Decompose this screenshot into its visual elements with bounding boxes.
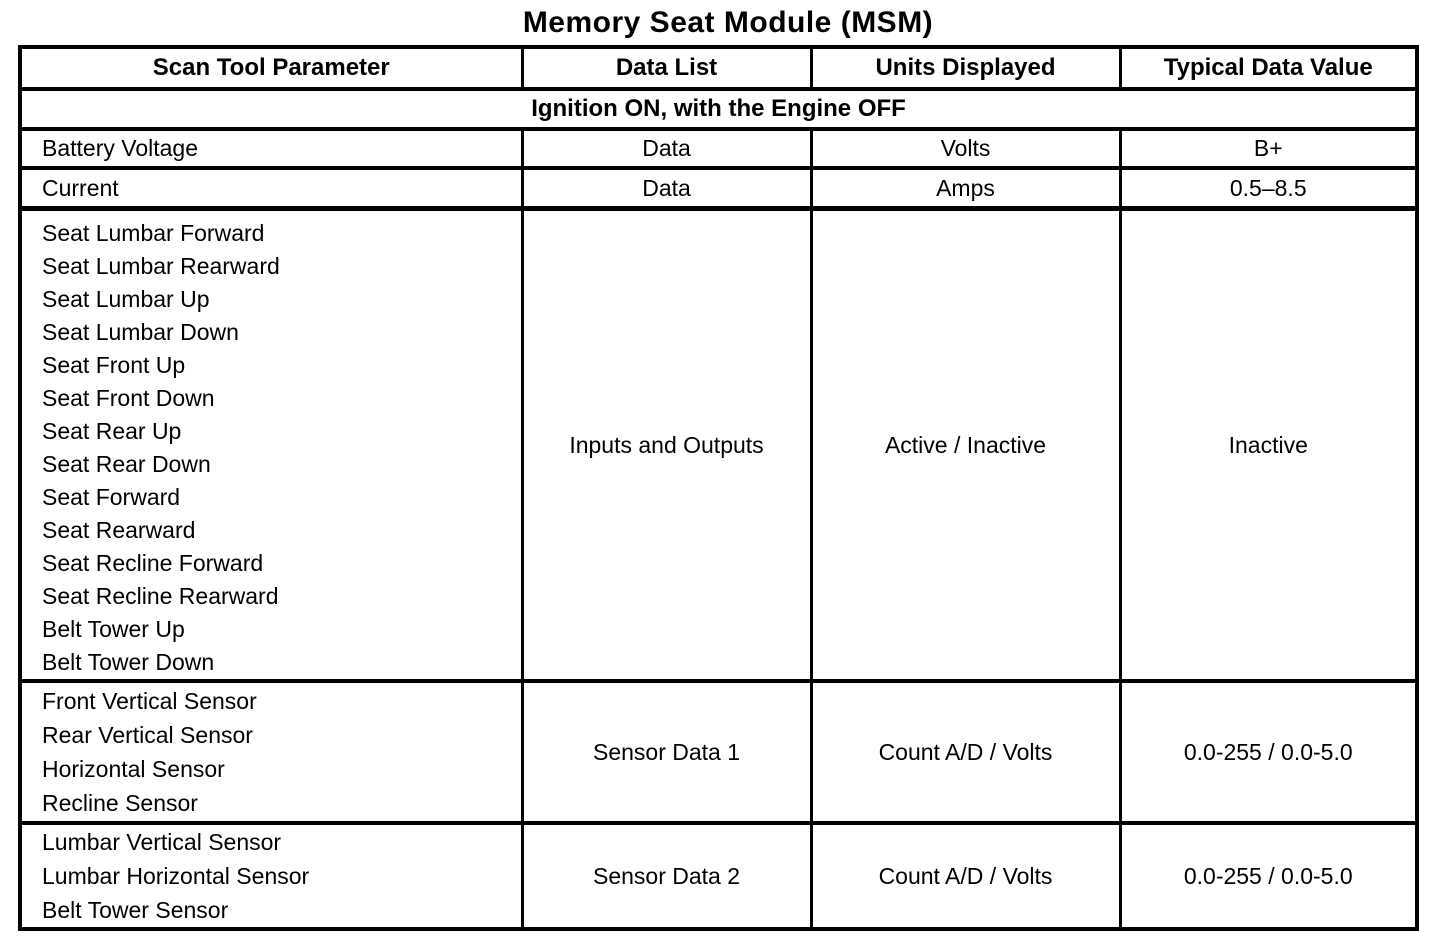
cell-typical-value: 0.0-255 / 0.0-5.0: [1118, 679, 1419, 825]
table-row: Current Data Amps 0.5–8.5: [18, 166, 1419, 211]
cell-data-list: Inputs and Outputs: [520, 207, 813, 683]
page-title: Memory Seat Module (MSM): [522, 6, 934, 39]
parameter-line: Battery Voltage: [42, 135, 198, 161]
parameter-line: Horizontal Sensor: [42, 756, 225, 782]
cell-parameter: Battery Voltage: [18, 127, 524, 170]
cell-typical-value: 0.5–8.5: [1118, 166, 1419, 211]
parameter-line: Seat Lumbar Up: [42, 286, 210, 312]
parameter-line: Seat Front Up: [42, 352, 186, 378]
parameter-line: Seat Front Down: [42, 385, 215, 411]
parameter-line: Seat Forward: [42, 484, 181, 510]
parameter-line: Seat Recline Forward: [42, 550, 264, 576]
cell-data-list: Data: [520, 166, 813, 211]
cell-typical-value: Inactive: [1118, 207, 1419, 683]
cell-units: Amps: [809, 166, 1122, 211]
parameter-line: Recline Sensor: [42, 790, 198, 816]
parameter-line: Seat Lumbar Rearward: [42, 253, 280, 279]
cell-data-list: Data: [520, 127, 813, 170]
parameter-line: Belt Tower Up: [42, 616, 185, 642]
cell-data-list: Sensor Data 1: [520, 679, 813, 825]
parameter-line: Seat Rear Down: [42, 451, 211, 477]
msm-data-table: Scan Tool Parameter Data List Units Disp…: [18, 45, 1419, 931]
table-header-row: Scan Tool Parameter Data List Units Disp…: [18, 45, 1419, 91]
column-header-typical-data-value: Typical Data Value: [1118, 45, 1419, 91]
cell-units: Count A/D / Volts: [809, 679, 1122, 825]
section-header-row: Ignition ON, with the Engine OFF: [18, 87, 1419, 131]
parameter-line: Belt Tower Down: [42, 649, 215, 675]
parameter-line: Front Vertical Sensor: [42, 688, 257, 714]
column-header-scan-tool-parameter: Scan Tool Parameter: [18, 45, 524, 91]
parameter-line: Current: [42, 174, 119, 201]
parameter-line: Seat Lumbar Down: [42, 319, 239, 345]
cell-data-list: Sensor Data 2: [520, 821, 813, 931]
parameter-line: Seat Rearward: [42, 517, 196, 543]
parameter-list: Current: [42, 172, 519, 204]
table-row: Battery Voltage Data Volts B+: [18, 127, 1419, 170]
column-header-units-displayed: Units Displayed: [809, 45, 1122, 91]
parameter-line: Lumbar Vertical Sensor: [42, 829, 282, 855]
parameter-line: Lumbar Horizontal Sensor: [42, 863, 310, 889]
parameter-line: Seat Recline Rearward: [42, 583, 279, 609]
cell-units: Active / Inactive: [809, 207, 1122, 683]
cell-typical-value: B+: [1118, 127, 1419, 170]
parameter-line: Seat Lumbar Forward: [42, 220, 265, 246]
cell-typical-value: 0.0-255 / 0.0-5.0: [1118, 821, 1419, 931]
cell-units: Volts: [809, 127, 1122, 170]
parameter-line: Seat Rear Up: [42, 418, 182, 444]
parameter-line: Belt Tower Sensor: [42, 897, 229, 923]
cell-parameter: Current: [18, 166, 524, 211]
parameter-line: Rear Vertical Sensor: [42, 722, 253, 748]
cell-units: Count A/D / Volts: [809, 821, 1122, 931]
column-header-data-list: Data List: [520, 45, 813, 91]
parameter-list: Battery Voltage: [42, 132, 519, 164]
section-header-label: Ignition ON, with the Engine OFF: [18, 87, 1419, 131]
